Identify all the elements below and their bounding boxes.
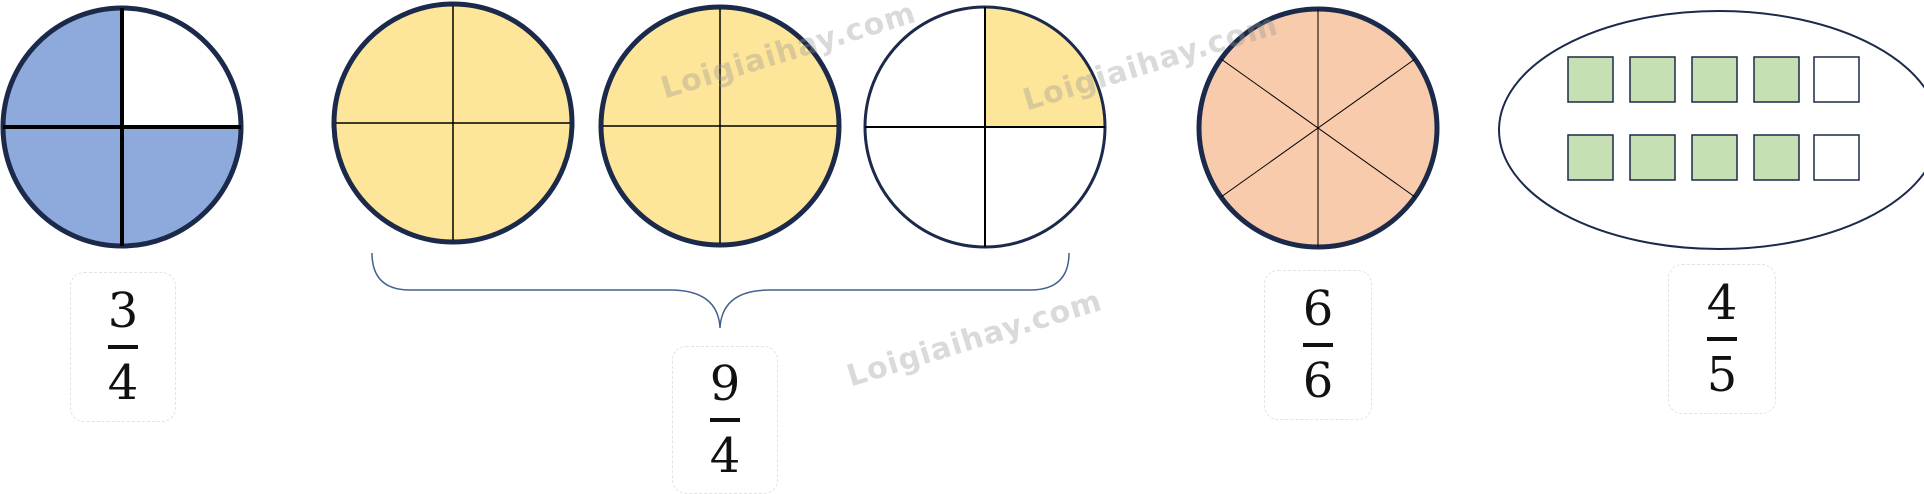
numerator: 9: [709, 356, 741, 412]
square-empty: [1813, 134, 1860, 181]
fraction-bar: [1303, 343, 1333, 347]
square-shaded: [1753, 56, 1800, 103]
fraction-bar: [108, 345, 138, 349]
divider-diagonal-2: [1220, 58, 1416, 198]
square-shaded: [1567, 134, 1614, 181]
square-shaded: [1629, 56, 1676, 103]
circle-full-yellow-2: [598, 4, 842, 248]
circle-three-quarters: [0, 5, 244, 249]
fraction-label-six-sixths: 6 6: [1264, 270, 1372, 420]
denominator: 4: [107, 355, 139, 411]
quarter-top-right: [985, 7, 1105, 127]
numerator: 3: [107, 283, 139, 339]
curly-brace: [371, 252, 1070, 329]
square-shaded: [1567, 56, 1614, 103]
fraction-label-nine-quarters: 9 4: [672, 346, 778, 494]
circle-six-sixths: [1196, 6, 1440, 250]
quarter-bottom-left: [3, 127, 122, 246]
denominator: 5: [1706, 347, 1738, 403]
fraction-label-three-quarters: 3 4: [70, 272, 176, 422]
quarter-bottom-right: [122, 127, 241, 246]
square-shaded: [1753, 134, 1800, 181]
square-empty: [1813, 56, 1860, 103]
ellipse-outline: [1498, 10, 1924, 250]
numerator: 4: [1706, 275, 1738, 331]
circle-full-yellow-1: [331, 1, 575, 245]
denominator: 4: [709, 428, 741, 484]
fraction-bar: [710, 418, 740, 422]
numerator: 6: [1302, 281, 1334, 337]
fraction-bar: [1707, 337, 1737, 341]
denominator: 6: [1302, 353, 1334, 409]
fraction-label-four-fifths: 4 5: [1668, 264, 1776, 414]
square-shaded: [1629, 134, 1676, 181]
ellipse-ten-squares: [1498, 10, 1924, 250]
quarter-top-left: [3, 8, 122, 127]
square-shaded: [1691, 134, 1738, 181]
circle-one-quarter-yellow: [863, 5, 1107, 249]
square-shaded: [1691, 56, 1738, 103]
quarter-top-right: [122, 8, 241, 127]
